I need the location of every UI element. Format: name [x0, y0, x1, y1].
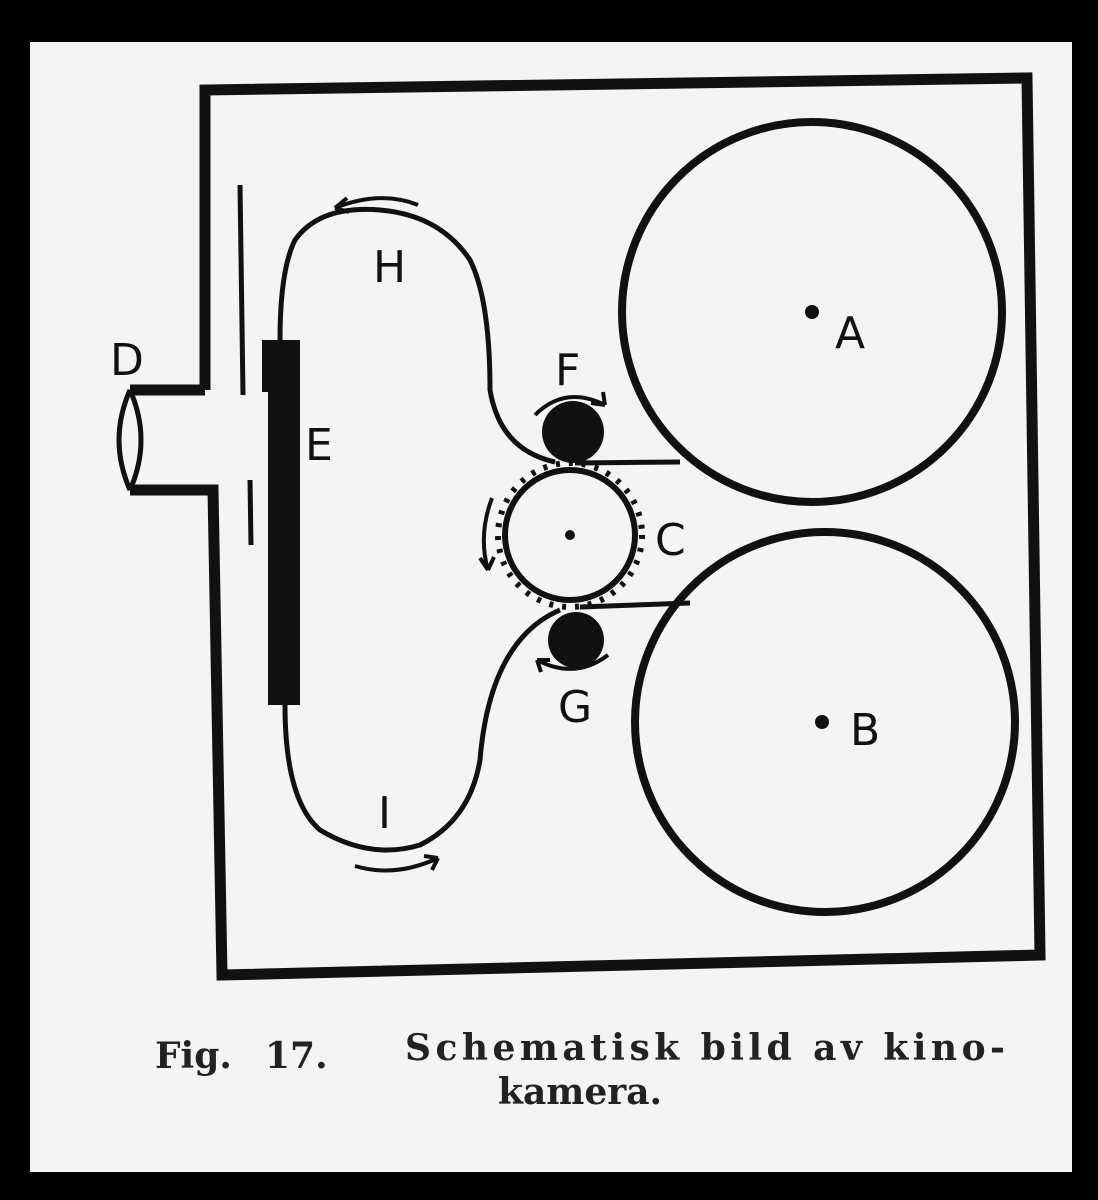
film-to-reel-B [579, 600, 691, 610]
label-I: I [378, 788, 391, 839]
aperture-slit-lower [247, 479, 254, 546]
arrow-H [333, 196, 419, 214]
reel-A-hub [805, 305, 819, 319]
arrow-G [535, 653, 610, 673]
roller-F [542, 401, 604, 463]
arrow-I [354, 854, 440, 873]
caption-line1: Schematisk bild av kino- [405, 1027, 1005, 1069]
label-B: B [850, 705, 880, 756]
label-D: D [110, 335, 144, 386]
label-A: A [835, 308, 865, 359]
caption-line2: kamera. [498, 1071, 662, 1113]
label-G: G [558, 682, 592, 733]
film-gate-E [268, 340, 300, 705]
reel-A [618, 118, 1006, 506]
caption-number: 17. [265, 1035, 328, 1077]
film-path-upper [277, 206, 556, 465]
label-F: F [555, 345, 580, 396]
arrow-F [533, 391, 607, 417]
film-path-lower [282, 607, 561, 853]
camera-housing [130, 72, 1046, 981]
reel-B-hub [815, 715, 829, 729]
reel-B [631, 528, 1019, 916]
sprocket-C [495, 460, 645, 610]
arrow-C [478, 497, 496, 572]
sprocket-C-hub [565, 530, 575, 540]
lens-D [116, 388, 144, 492]
film-to-reel-A [574, 459, 681, 466]
label-C: C [655, 515, 686, 566]
aperture-slit-upper [237, 184, 246, 396]
caption-fig: Fig. [155, 1035, 232, 1077]
label-H: H [373, 242, 406, 293]
roller-G [548, 612, 604, 668]
label-E: E [305, 420, 333, 471]
